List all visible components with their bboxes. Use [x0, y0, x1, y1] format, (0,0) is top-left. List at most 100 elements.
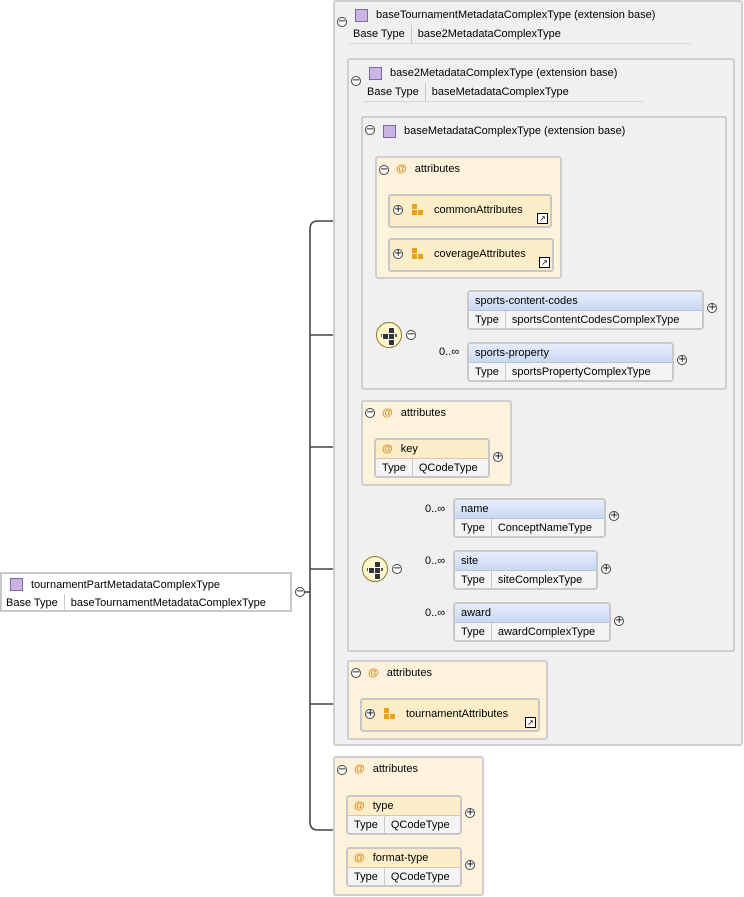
expand-icon[interactable]: +	[393, 204, 403, 215]
attribute-format-type[interactable]: @ format-type Type QCodeType	[346, 847, 462, 887]
element-type-row: Type siteComplexType	[455, 571, 596, 588]
type-label: Type	[469, 311, 506, 328]
element-sports-property[interactable]: sports-property Type sportsPropertyCompl…	[467, 342, 674, 382]
complex-type-icon	[383, 124, 396, 138]
expand-icon[interactable]: +	[609, 510, 619, 521]
sequence-icon[interactable]	[376, 322, 402, 348]
attribute-name-row: @type	[348, 797, 460, 816]
ext2-title: base2MetadataComplexType (extension base…	[369, 65, 617, 81]
base-type-value: base2MetadataComplexType	[417, 28, 561, 40]
attrs2-title: @ attributes	[382, 406, 446, 420]
type-value: ConceptNameType	[497, 522, 593, 534]
sequence-icon[interactable]	[362, 556, 388, 582]
type-value: awardComplexType	[497, 626, 596, 638]
at-icon: @	[382, 407, 393, 419]
expand-icon[interactable]: +	[465, 859, 475, 870]
expand-icon[interactable]: +	[614, 615, 624, 626]
ext2-collapse-icon[interactable]: −	[351, 75, 361, 86]
attribute-group-icon	[412, 248, 424, 260]
attribute-group-icon	[384, 708, 396, 720]
expand-icon[interactable]: +	[677, 354, 687, 365]
root-complex-type[interactable]: tournamentPartMetadataComplexType Base T…	[0, 572, 292, 612]
root-title: tournamentPartMetadataComplexType	[10, 576, 220, 593]
reference-arrow-icon[interactable]: ↗	[525, 717, 536, 728]
reference-arrow-icon[interactable]: ↗	[537, 213, 548, 224]
complex-type-icon	[355, 8, 368, 22]
attribute-name: key	[400, 443, 418, 455]
ref-title: tournamentAttributes	[384, 707, 508, 721]
seq2-collapse-icon[interactable]: −	[392, 563, 402, 574]
type-label: Type	[469, 363, 506, 380]
ext1-title-text: baseTournamentMetadataComplexType (exten…	[376, 9, 656, 21]
ext3-title-text: baseMetadataComplexType (extension base)	[404, 125, 626, 137]
element-type-row: Type sportsPropertyComplexType	[469, 363, 672, 380]
element-award[interactable]: award Type awardComplexType	[453, 602, 611, 642]
type-value: QCodeType	[390, 819, 450, 831]
type-label: Type	[348, 868, 385, 885]
ext2-base-row: Base Type baseMetadataComplexType	[363, 83, 643, 102]
ext2-title-text: base2MetadataComplexType (extension base…	[390, 67, 618, 79]
attribute-group-icon	[412, 204, 424, 216]
expand-icon[interactable]: +	[365, 708, 375, 719]
expand-icon[interactable]: +	[707, 302, 717, 313]
ref-title: coverageAttributes	[412, 247, 526, 261]
expand-icon[interactable]: +	[601, 563, 611, 574]
type-value: QCodeType	[418, 462, 478, 474]
expand-icon[interactable]: +	[465, 807, 475, 818]
complex-type-icon	[369, 66, 382, 80]
ref-name: coverageAttributes	[434, 248, 526, 260]
attrs1-collapse-icon[interactable]: −	[379, 164, 389, 175]
element-site[interactable]: site Type siteComplexType	[453, 550, 598, 590]
attribute-name: format-type	[372, 852, 429, 864]
attrs3-title: @ attributes	[368, 666, 432, 680]
root-collapse-icon[interactable]: −	[295, 586, 305, 597]
type-label: Type	[455, 519, 492, 536]
attrs4-collapse-icon[interactable]: −	[337, 764, 347, 775]
base-type-value: baseTournamentMetadataComplexType	[70, 597, 266, 609]
attribute-name-row: @ format-type	[348, 849, 460, 868]
element-sports-content-codes[interactable]: sports-content-codes Type sportsContentC…	[467, 290, 704, 330]
element-name: site	[455, 552, 596, 571]
attribute-group-ref-coverageAttributes[interactable]: + coverageAttributes ↗	[388, 238, 554, 272]
cardinality: 0..∞	[425, 503, 446, 515]
type-label: Type	[376, 459, 413, 476]
seq1-collapse-icon[interactable]: −	[406, 329, 416, 340]
type-label: Type	[455, 571, 492, 588]
ext1-collapse-icon[interactable]: −	[337, 16, 347, 27]
type-value: QCodeType	[390, 871, 450, 883]
attribute-group-ref-tournamentAttributes[interactable]: + tournamentAttributes ↗	[360, 698, 540, 732]
at-icon: @	[368, 667, 379, 679]
root-base-row: Base Type baseTournamentMetadataComplexT…	[6, 594, 288, 612]
type-label: Type	[455, 623, 492, 640]
at-icon: @	[354, 852, 365, 864]
attribute-name-row: @ key	[376, 440, 488, 459]
attrs2-collapse-icon[interactable]: −	[365, 407, 375, 418]
reference-arrow-icon[interactable]: ↗	[539, 257, 550, 268]
attribute-key[interactable]: @ key Type QCodeType	[374, 438, 490, 478]
type-label: Type	[348, 816, 385, 833]
attribute-type[interactable]: @type Type QCodeType	[346, 795, 462, 835]
base-type-label: Base Type	[363, 83, 426, 101]
element-type-row: Type awardComplexType	[455, 623, 609, 640]
ext3-collapse-icon[interactable]: −	[365, 124, 375, 135]
element-name: sports-content-codes	[469, 292, 702, 311]
base-type-value: baseMetadataComplexType	[431, 86, 569, 98]
attribute-name: type	[372, 800, 394, 812]
ext1-base-row: Base Type base2MetadataComplexType	[349, 25, 691, 44]
type-value: sportsContentCodesComplexType	[511, 314, 680, 326]
attribute-group-ref-commonAttributes[interactable]: + commonAttributes ↗	[388, 194, 552, 228]
element-name: name	[455, 500, 604, 519]
element-name[interactable]: name Type ConceptNameType	[453, 498, 606, 538]
element-type-row: Type ConceptNameType	[455, 519, 604, 536]
at-icon: @	[382, 443, 393, 455]
ext1-title: baseTournamentMetadataComplexType (exten…	[355, 7, 655, 23]
expand-icon[interactable]: +	[393, 248, 403, 259]
root-name: tournamentPartMetadataComplexType	[31, 578, 220, 591]
expand-icon[interactable]: +	[493, 451, 503, 462]
ref-name: tournamentAttributes	[406, 708, 509, 720]
cardinality: 0..∞	[425, 555, 446, 567]
attrs1-title: @ attributes	[396, 162, 460, 176]
base-type-label: Base Type	[6, 594, 65, 612]
at-icon: @	[354, 763, 365, 775]
attrs3-collapse-icon[interactable]: −	[351, 667, 361, 678]
